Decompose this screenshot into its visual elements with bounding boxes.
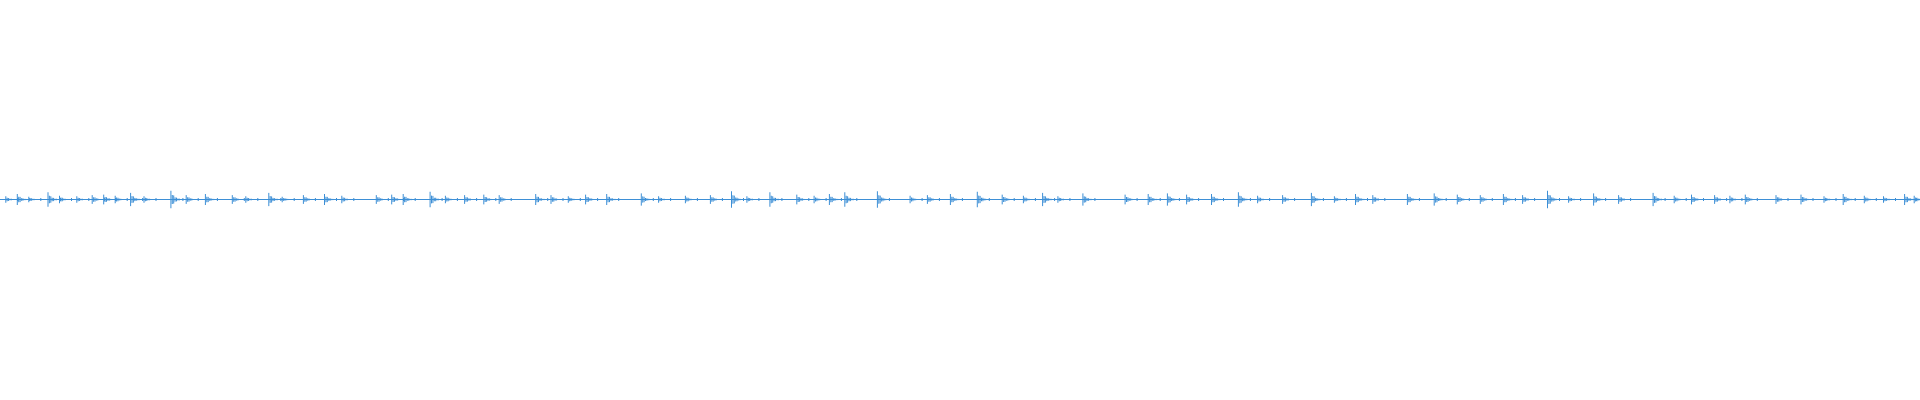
waveform-burst <box>976 191 987 208</box>
waveform-burst <box>1800 194 1810 205</box>
waveform-burst <box>1502 194 1513 205</box>
waveform-burst <box>268 192 278 207</box>
waveform-burst <box>731 191 741 208</box>
waveform-burst <box>59 195 69 204</box>
waveform-burst <box>1082 193 1092 206</box>
waveform-burst <box>464 195 474 204</box>
waveform-burst <box>91 195 102 204</box>
waveform-burst <box>444 195 455 204</box>
waveform-burst <box>429 191 439 208</box>
waveform-burst <box>1479 195 1490 204</box>
waveform-burst <box>1333 196 1344 203</box>
waveform-burst <box>130 192 140 207</box>
waveform-bursts <box>5 190 1920 209</box>
waveform-burst <box>375 195 386 204</box>
waveform-burst <box>709 195 720 204</box>
waveform-burst <box>1355 194 1365 205</box>
waveform-burst <box>341 195 351 204</box>
waveform-burst <box>1842 194 1853 205</box>
waveform-burst <box>1729 195 1739 204</box>
waveform-burst <box>1237 192 1248 207</box>
waveform-burst <box>1618 195 1628 204</box>
waveform-burst <box>245 196 255 203</box>
waveform-burst <box>828 194 839 205</box>
waveform-burst <box>47 192 57 207</box>
waveform-burst <box>1522 195 1532 204</box>
waveform-burst <box>1547 190 1557 209</box>
waveform-burst <box>28 196 38 203</box>
waveform-burst <box>324 194 334 205</box>
waveform-burst <box>1775 195 1785 204</box>
waveform-burst <box>567 196 578 203</box>
waveform-burst <box>391 194 401 205</box>
waveform-burst <box>1257 195 1267 204</box>
waveform-burst <box>1124 194 1134 205</box>
waveform-burst <box>1456 194 1467 205</box>
waveform-burst <box>1166 193 1177 206</box>
waveform-burst <box>1593 193 1603 206</box>
waveform-burst <box>1022 195 1033 204</box>
waveform-burst <box>231 195 242 204</box>
waveform-burst <box>1310 192 1321 207</box>
waveform-burst <box>302 195 313 204</box>
waveform-burst <box>876 191 887 208</box>
waveform-burst <box>1406 194 1417 205</box>
waveform-burst <box>1744 194 1755 205</box>
waveform-burst <box>949 194 960 205</box>
waveform-burst <box>1211 194 1221 205</box>
waveform-burst <box>185 195 196 204</box>
waveform-burst <box>1001 194 1012 205</box>
waveform-burst <box>746 196 756 203</box>
waveform-burst <box>550 195 560 204</box>
waveform-burst <box>1372 195 1382 204</box>
waveform-burst <box>1042 192 1052 207</box>
waveform-burst <box>1863 195 1874 204</box>
waveform-burst <box>684 195 695 204</box>
waveform-burst <box>796 194 806 205</box>
waveform-burst <box>1652 192 1662 207</box>
waveform-burst <box>1904 194 1914 205</box>
waveform-burst <box>103 194 113 205</box>
waveform-burst <box>402 194 413 205</box>
waveform-burst <box>1057 196 1067 203</box>
waveform-burst <box>1147 194 1158 205</box>
waveform-burst <box>1568 196 1578 203</box>
waveform-burst <box>1883 196 1893 203</box>
waveform-burst <box>585 194 595 205</box>
waveform-burst <box>76 196 86 203</box>
waveform-burst <box>658 196 668 203</box>
waveform-burst <box>926 195 937 204</box>
waveform-burst <box>844 192 854 207</box>
waveform-burst <box>1433 193 1444 206</box>
waveform-burst <box>204 194 215 205</box>
waveform-burst <box>281 196 292 203</box>
waveform-burst <box>813 195 823 204</box>
waveform-burst <box>5 196 15 203</box>
waveform-burst <box>769 192 779 207</box>
waveform-burst <box>1673 195 1684 204</box>
waveform-burst <box>640 193 651 206</box>
waveform-burst <box>114 195 125 204</box>
waveform-burst <box>1714 195 1724 204</box>
waveform-burst <box>170 190 180 209</box>
waveform-burst <box>909 195 919 204</box>
waveform-burst <box>606 194 616 205</box>
waveform-burst <box>1691 194 1701 205</box>
waveform-burst <box>1186 194 1196 205</box>
waveform-burst <box>535 194 545 205</box>
waveform-burst <box>1282 195 1292 204</box>
waveform-burst <box>1823 196 1833 203</box>
waveform-burst <box>143 196 153 203</box>
waveform-burst <box>498 195 509 204</box>
waveform-burst <box>16 194 27 205</box>
waveform-burst <box>483 194 493 205</box>
